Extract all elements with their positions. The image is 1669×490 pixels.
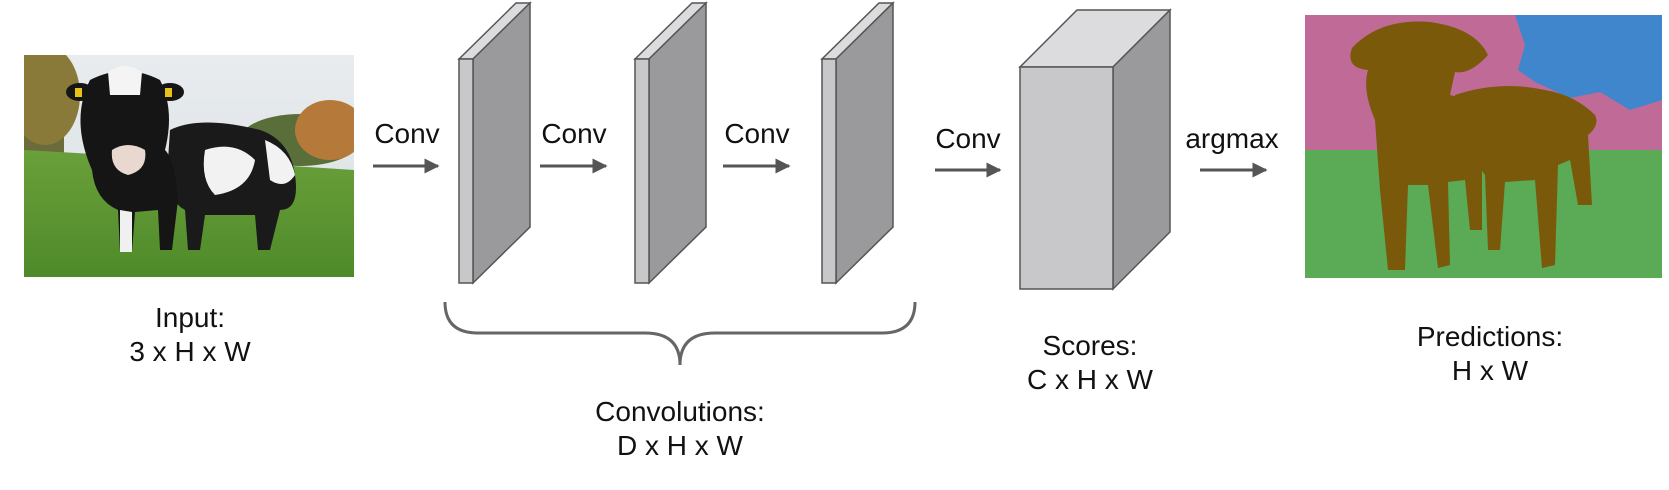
conv-label-3: Conv [724, 118, 790, 149]
convolutions-brace [443, 301, 917, 366]
argmax-label: argmax [1185, 123, 1279, 154]
predictions-shape: H x W [1451, 355, 1529, 386]
feature-map-2 [633, 1, 708, 285]
scores-shape: C x H x W [1027, 364, 1153, 395]
convolutions-title: Convolutions: [595, 396, 765, 427]
conv-label-4: Conv [935, 123, 1001, 154]
conv-label-1: Conv [374, 118, 440, 149]
feature-map-1 [457, 1, 532, 285]
scores-title: Scores: [1042, 330, 1138, 361]
input-label: Input: 3 x H x W [129, 301, 250, 369]
convolutions-label: Convolutions: D x H x W [595, 395, 765, 463]
input-image [24, 55, 354, 277]
prediction-image [1305, 15, 1662, 278]
input-shape: 3 x H x W [129, 336, 251, 367]
scores-block [1018, 8, 1172, 291]
convolutions-shape: D x H x W [617, 430, 743, 461]
predictions-label: Predictions: H x W [1417, 320, 1563, 388]
conv-label-2: Conv [541, 118, 607, 149]
feature-map-3 [820, 1, 895, 285]
predictions-title: Predictions: [1416, 321, 1564, 352]
input-title: Input: [154, 302, 226, 333]
scores-label: Scores: C x H x W [1027, 329, 1153, 397]
